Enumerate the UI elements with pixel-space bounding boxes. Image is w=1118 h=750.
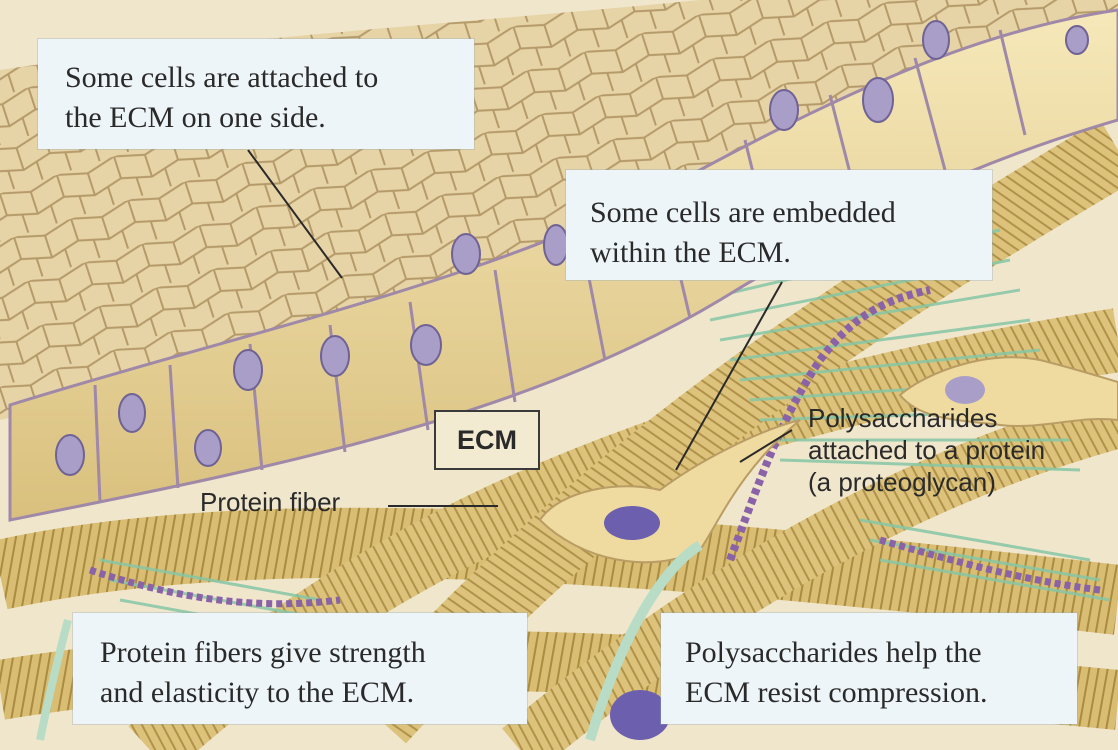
protein-fiber-label: Protein fiber xyxy=(200,486,340,518)
callout-cells-embedded: Some cells are embedded within the ECM. xyxy=(566,170,992,280)
proteoglycan-label-line: Polysaccharides xyxy=(808,402,1045,434)
callout-line: ECM resist compression. xyxy=(685,673,1077,713)
callout-line: and elasticity to the ECM. xyxy=(100,673,527,713)
proteoglycan-label: Polysaccharides attached to a protein (a… xyxy=(808,402,1045,498)
callout-line: Protein fibers give strength xyxy=(100,633,527,673)
proteoglycan-label-line: attached to a protein xyxy=(808,434,1045,466)
embedded-cell-nucleus xyxy=(604,506,660,540)
embedded-cell-nucleus xyxy=(945,376,985,404)
callout-line: the ECM on one side. xyxy=(65,98,474,138)
callout-line: Some cells are embedded xyxy=(590,193,992,233)
callout-polysaccharides: Polysaccharides help the ECM resist comp… xyxy=(661,613,1077,724)
proteoglycan-label-line: (a proteoglycan) xyxy=(808,466,1045,498)
callout-line: Polysaccharides help the xyxy=(685,633,1077,673)
callout-line: Some cells are attached to xyxy=(65,58,474,98)
callout-protein-fibers: Protein fibers give strength and elastic… xyxy=(73,613,527,724)
callout-line: within the ECM. xyxy=(590,233,992,273)
callout-cells-attached: Some cells are attached to the ECM on on… xyxy=(38,39,474,149)
ecm-label: ECM xyxy=(434,410,540,470)
